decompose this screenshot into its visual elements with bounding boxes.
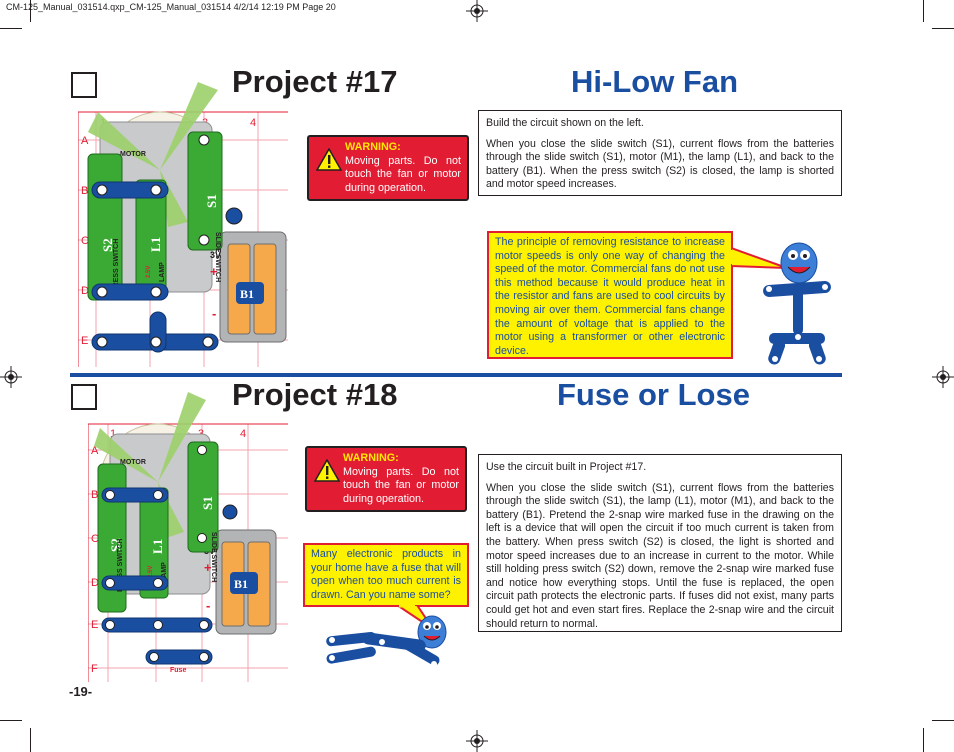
grid-col-label: 1 [110, 428, 116, 440]
grid-row-label: F [91, 663, 98, 675]
grid-row-label: B [81, 185, 88, 197]
project-title: Project #17 [232, 64, 398, 99]
project-checkbox[interactable] [71, 384, 97, 410]
grid-row-label: E [91, 619, 98, 631]
s2-label: S2 [100, 238, 115, 252]
project-subtitle: Fuse or Lose [557, 377, 750, 412]
crop-mark [923, 0, 924, 22]
crop-mark [932, 28, 954, 29]
project-checkbox[interactable] [71, 72, 97, 98]
crop-mark [30, 0, 31, 22]
grid-col-label: 4 [240, 428, 246, 440]
grid-row-label: B [91, 489, 98, 501]
press-switch-label: PRESS SWITCH [113, 239, 120, 292]
circuit-diagram: 1 2 3 4 A B C D E F MOTOR B1 3V + - S2 P… [88, 392, 288, 682]
section-divider [70, 373, 842, 377]
warning-text: Moving parts. Do not touch the fan or mo… [343, 465, 459, 505]
registration-mark-icon [466, 730, 488, 752]
warning-box: WARNING: Moving parts. Do not touch the … [305, 446, 467, 512]
snappy-mascot-icon [326, 615, 447, 667]
instruction-paragraph: Use the circuit built in Project #17. [486, 461, 647, 473]
tip-callout: The principle of removing resistance to … [487, 231, 733, 359]
registration-mark-icon [466, 0, 488, 22]
warning-icon [316, 148, 342, 171]
instruction-paragraph: Build the circuit shown on the left. [486, 117, 644, 129]
motor-label: MOTOR [120, 151, 146, 158]
project-title: Project #18 [232, 377, 398, 412]
battery-label: B1 [234, 577, 248, 591]
registration-mark-icon [932, 366, 954, 388]
callout-pointer [731, 246, 788, 269]
lamp-label: LAMP [161, 562, 168, 582]
battery-plus: + [210, 264, 218, 279]
grid-row-label: E [81, 335, 88, 347]
warning-text: Moving parts. Do not touch the fan or mo… [345, 154, 461, 194]
battery-plus: + [204, 560, 212, 575]
crop-mark [0, 720, 22, 721]
instruction-paragraph: When you close the slide switch (S1), cu… [486, 481, 834, 630]
l1-label: L1 [148, 237, 163, 252]
crop-mark [0, 28, 22, 29]
crop-mark [932, 720, 954, 721]
slide-switch-label: SLIDE SWITCH [210, 532, 217, 582]
crop-mark [30, 728, 31, 752]
fuse-label: Fuse [170, 667, 186, 674]
lamp-label: LAMP [159, 262, 166, 282]
grid-row-label: D [81, 285, 89, 297]
slide-switch-label: SLIDE SWITCH [214, 232, 221, 282]
s1-label: S1 [200, 496, 215, 510]
lamp-voltage: 2.5V [146, 266, 152, 278]
l1-label: L1 [150, 539, 165, 554]
battery-minus: - [212, 306, 216, 321]
grid-col-label: 4 [250, 117, 256, 129]
warning-body: WARNING: Moving parts. Do not touch the … [343, 452, 459, 506]
snappy-mascot-icon [763, 242, 831, 365]
instructions-box: Use the circuit built in Project #17. Wh… [478, 454, 842, 632]
crop-mark [923, 728, 924, 752]
grid-row-label: A [91, 445, 99, 457]
instructions-box: Build the circuit shown on the left. Whe… [478, 110, 842, 196]
s1-label: S1 [204, 194, 219, 208]
grid-row-label: A [81, 135, 89, 147]
circuit-diagram: 1 2 3 4 A B C D E MOTOR B1 3V + - S2 PRE… [78, 82, 288, 367]
grid-row-label: C [91, 533, 99, 545]
page-number: -19- [69, 684, 93, 699]
warning-icon [314, 459, 340, 482]
warning-title: WARNING: [345, 141, 401, 153]
warning-box: WARNING: Moving parts. Do not touch the … [307, 135, 469, 201]
s2-label: S2 [108, 538, 123, 552]
battery-label: B1 [240, 287, 254, 301]
registration-mark-icon [0, 366, 22, 388]
grid-row-label: D [91, 577, 99, 589]
battery-voltage: 3V [210, 250, 221, 260]
tip-callout: Many electronic products in your home ha… [303, 543, 469, 607]
lamp-voltage: 2.5V [148, 566, 154, 578]
warning-body: WARNING: Moving parts. Do not touch the … [345, 141, 461, 195]
project-subtitle: Hi-Low Fan [571, 64, 739, 99]
motor-label: MOTOR [120, 459, 146, 466]
warning-title: WARNING: [343, 452, 399, 464]
print-header: CM-125_Manual_031514.qxp_CM-125_Manual_0… [6, 2, 336, 12]
press-switch-label: PRESS SWITCH [117, 539, 124, 592]
battery-minus: - [206, 598, 210, 613]
instruction-paragraph: When you close the slide switch (S1), cu… [486, 137, 834, 191]
grid-row-label: C [81, 235, 89, 247]
